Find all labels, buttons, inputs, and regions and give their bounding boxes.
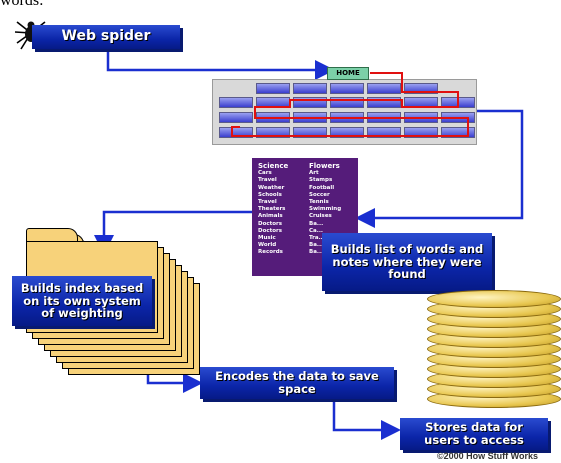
arrow-web-to-list [355, 109, 524, 228]
arrow-encode-to-store [332, 398, 401, 440]
page-cell [293, 127, 327, 138]
page-cell [404, 83, 438, 94]
word: Art [309, 170, 319, 177]
word: World [258, 242, 277, 249]
builds-list-label: Builds list of words and notes where the… [330, 242, 484, 282]
word: Travel [258, 177, 277, 184]
word: Soccer [309, 191, 330, 198]
word: Flowers [309, 162, 340, 170]
word: Stamps [309, 177, 333, 184]
web-spider-box: Web spider [32, 25, 180, 49]
builds-index-box: Builds index based on its own system of … [12, 276, 152, 326]
page-cell [367, 83, 401, 94]
word: Weather [258, 184, 285, 191]
page-cell [293, 97, 327, 108]
word: Schools [258, 191, 282, 198]
page-cell [256, 127, 290, 138]
word: Cruises [309, 213, 332, 220]
page-cell [293, 83, 327, 94]
word: Tennis [309, 199, 329, 206]
word: Doctors [258, 227, 282, 234]
word: Travel [258, 199, 277, 206]
builds-index-label: Builds index based on its own system of … [20, 281, 144, 321]
word: Ba... [309, 220, 324, 227]
encodes-label: Encodes the data to save space [215, 369, 379, 396]
page-cell [367, 127, 401, 138]
word: Animals [258, 213, 283, 220]
word: Science [258, 162, 289, 170]
word: Records [258, 249, 283, 256]
stores-label: Stores data for users to access [424, 420, 524, 447]
page-cell [256, 83, 290, 94]
word: Ca... [309, 227, 324, 234]
word: Music [258, 235, 276, 242]
word-list-panel: Science Cars Travel Weather Schools Trav… [252, 158, 358, 276]
word: Theaters [258, 206, 286, 213]
home-label: HOME [336, 69, 360, 77]
word: Swimming [309, 206, 342, 213]
word: Ba... [309, 242, 324, 249]
word: Football [309, 184, 335, 191]
builds-list-box: Builds list of words and notes where the… [322, 233, 492, 291]
word: Tra... [309, 235, 325, 242]
word: Doctors [258, 220, 282, 227]
page-cell [219, 97, 253, 108]
word-list-col2: Flowers Art Stamps Football Soccer Tenni… [309, 162, 342, 257]
top-caption: words: [0, 0, 44, 9]
word-list-col1: Science Cars Travel Weather Schools Trav… [258, 162, 289, 257]
word: Cars [258, 170, 272, 177]
page-cell [330, 83, 364, 94]
page-cell [330, 127, 364, 138]
page-cell [404, 127, 438, 138]
encodes-box: Encodes the data to save space [200, 367, 394, 399]
home-page-cell: HOME [327, 67, 369, 80]
copyright-credit: ©2000 How Stuff Works [437, 451, 538, 461]
word: Ba... [309, 249, 324, 256]
page-cell [330, 97, 364, 108]
web-spider-label: Web spider [61, 28, 151, 45]
arrow-spider-to-web [106, 50, 335, 80]
page-cell [441, 127, 475, 138]
page-cell [219, 112, 253, 123]
stores-box: Stores data for users to access [400, 418, 548, 450]
arrow-list-to-index [94, 210, 252, 255]
page-cell [367, 97, 401, 108]
